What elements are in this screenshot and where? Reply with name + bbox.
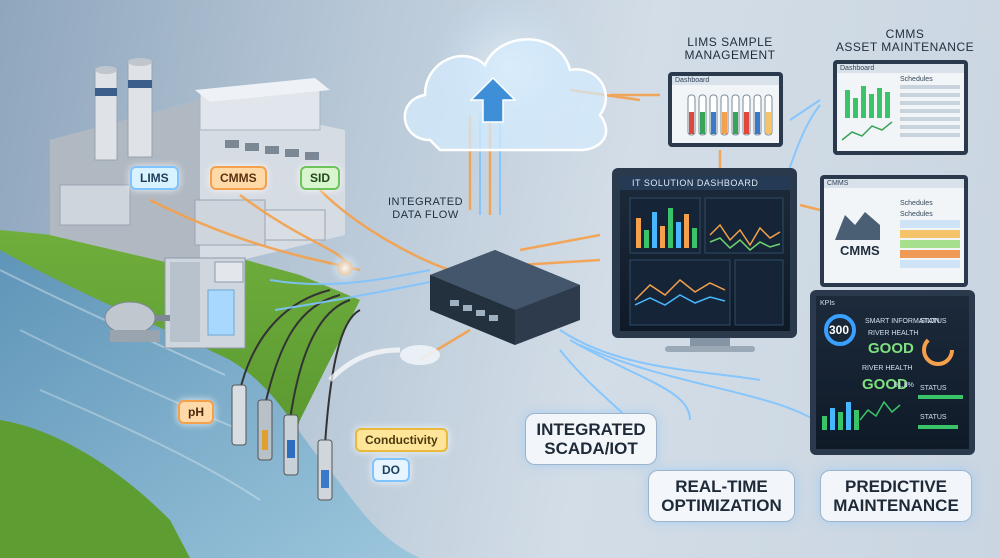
do-tag: DO (372, 458, 410, 482)
kpi-screen (810, 290, 975, 455)
test-tube-fill (766, 112, 771, 134)
decorative-bar (854, 410, 859, 430)
integrated-scada-iot-pill: Integrated SCADA/IoT (525, 413, 657, 465)
cloud-icon (403, 0, 608, 152)
cmms-mid-screen (820, 175, 968, 287)
cmms-top-screen-header: Dashboard (840, 65, 875, 72)
smart-information-label: Smart Information (865, 318, 940, 325)
decorative-bar (692, 228, 697, 248)
decorative-bar (885, 92, 890, 118)
treatment-unit (104, 257, 246, 349)
decorative-bar (846, 402, 851, 430)
decorative-bar (644, 230, 649, 248)
decorative-bar (668, 208, 673, 248)
test-tube-fill (744, 112, 749, 134)
good-value-1: GOOD (868, 340, 914, 357)
ph-tag: pH (178, 400, 214, 424)
lims-tag: LIMS (130, 166, 179, 190)
test-tube-fill (722, 112, 727, 134)
decorative-bar (636, 218, 641, 248)
cmms-top-schedules: Schedules (900, 76, 933, 83)
status-label-1: Status (920, 318, 947, 325)
sensor-probes (231, 289, 361, 501)
status-label-2: Status (920, 385, 947, 392)
test-tube-fill (755, 112, 760, 134)
decorative-bar (652, 212, 657, 248)
factory-building (50, 58, 345, 270)
test-tube-fill (733, 112, 738, 134)
decorative-bar (838, 412, 843, 430)
cmms-top-chart (845, 86, 890, 118)
main-monitor-line (709, 223, 781, 247)
gateway-device (430, 250, 580, 345)
decorative-bar (845, 90, 850, 118)
cmms-mid-schedules-2: Schedules (900, 211, 933, 218)
lims-screen-header: Dashboard (675, 77, 710, 84)
decorative-bar (853, 98, 858, 118)
cmms-mid-schedules: Schedules (900, 200, 933, 207)
decorative-bar (660, 226, 665, 248)
kpi-value: 300 (829, 323, 850, 337)
lims-screen (668, 72, 783, 147)
conductivity-tag: Conductivity (355, 428, 448, 452)
kpis-label: KPIs (820, 300, 835, 307)
decorative-bar (676, 222, 681, 248)
decorative-bar (861, 86, 866, 118)
predictive-maintenance-pill: Predictive Maintenance (820, 470, 972, 522)
lims-sample-management-label: LIMS Sample Management (684, 35, 776, 62)
decorative-bar (877, 88, 882, 118)
decorative-bar (822, 416, 827, 430)
decorative-bar (830, 408, 835, 430)
realtime-optimization-pill: Real-Time Optimization (648, 470, 795, 522)
cmms-mid-screen-header: CMMS (827, 180, 849, 187)
sid-tag: SID (300, 166, 341, 190)
good-value-2: GOOD (862, 376, 908, 393)
percent-value: 91.8% (894, 382, 914, 389)
integrated-data-flow-label: Integrated Data Flow (387, 196, 464, 221)
test-tube-fill (711, 112, 716, 134)
cmms-tag: CMMS (210, 166, 267, 190)
main-monitor (612, 168, 797, 352)
cmms-mid-logo-text: CMMS (840, 243, 880, 258)
near-grass (0, 420, 190, 558)
river-health-label-1: River Health (868, 330, 919, 337)
test-tube-fill (689, 112, 694, 134)
decorative-bar (869, 94, 874, 118)
main-monitor-chart (636, 208, 697, 248)
decorative-bar (684, 214, 689, 248)
cmms-asset-maintenance-label: CMMS Asset Maintenance (835, 27, 975, 54)
kpi-screen-chart (822, 402, 859, 430)
river-health-label-2: River Health (862, 365, 913, 372)
test-tube-fill (700, 112, 705, 134)
it-solution-dashboard-title: IT Solution Dashboard (632, 178, 759, 188)
cmms-top-screen (833, 60, 968, 155)
status-label-3: Status (920, 414, 947, 421)
